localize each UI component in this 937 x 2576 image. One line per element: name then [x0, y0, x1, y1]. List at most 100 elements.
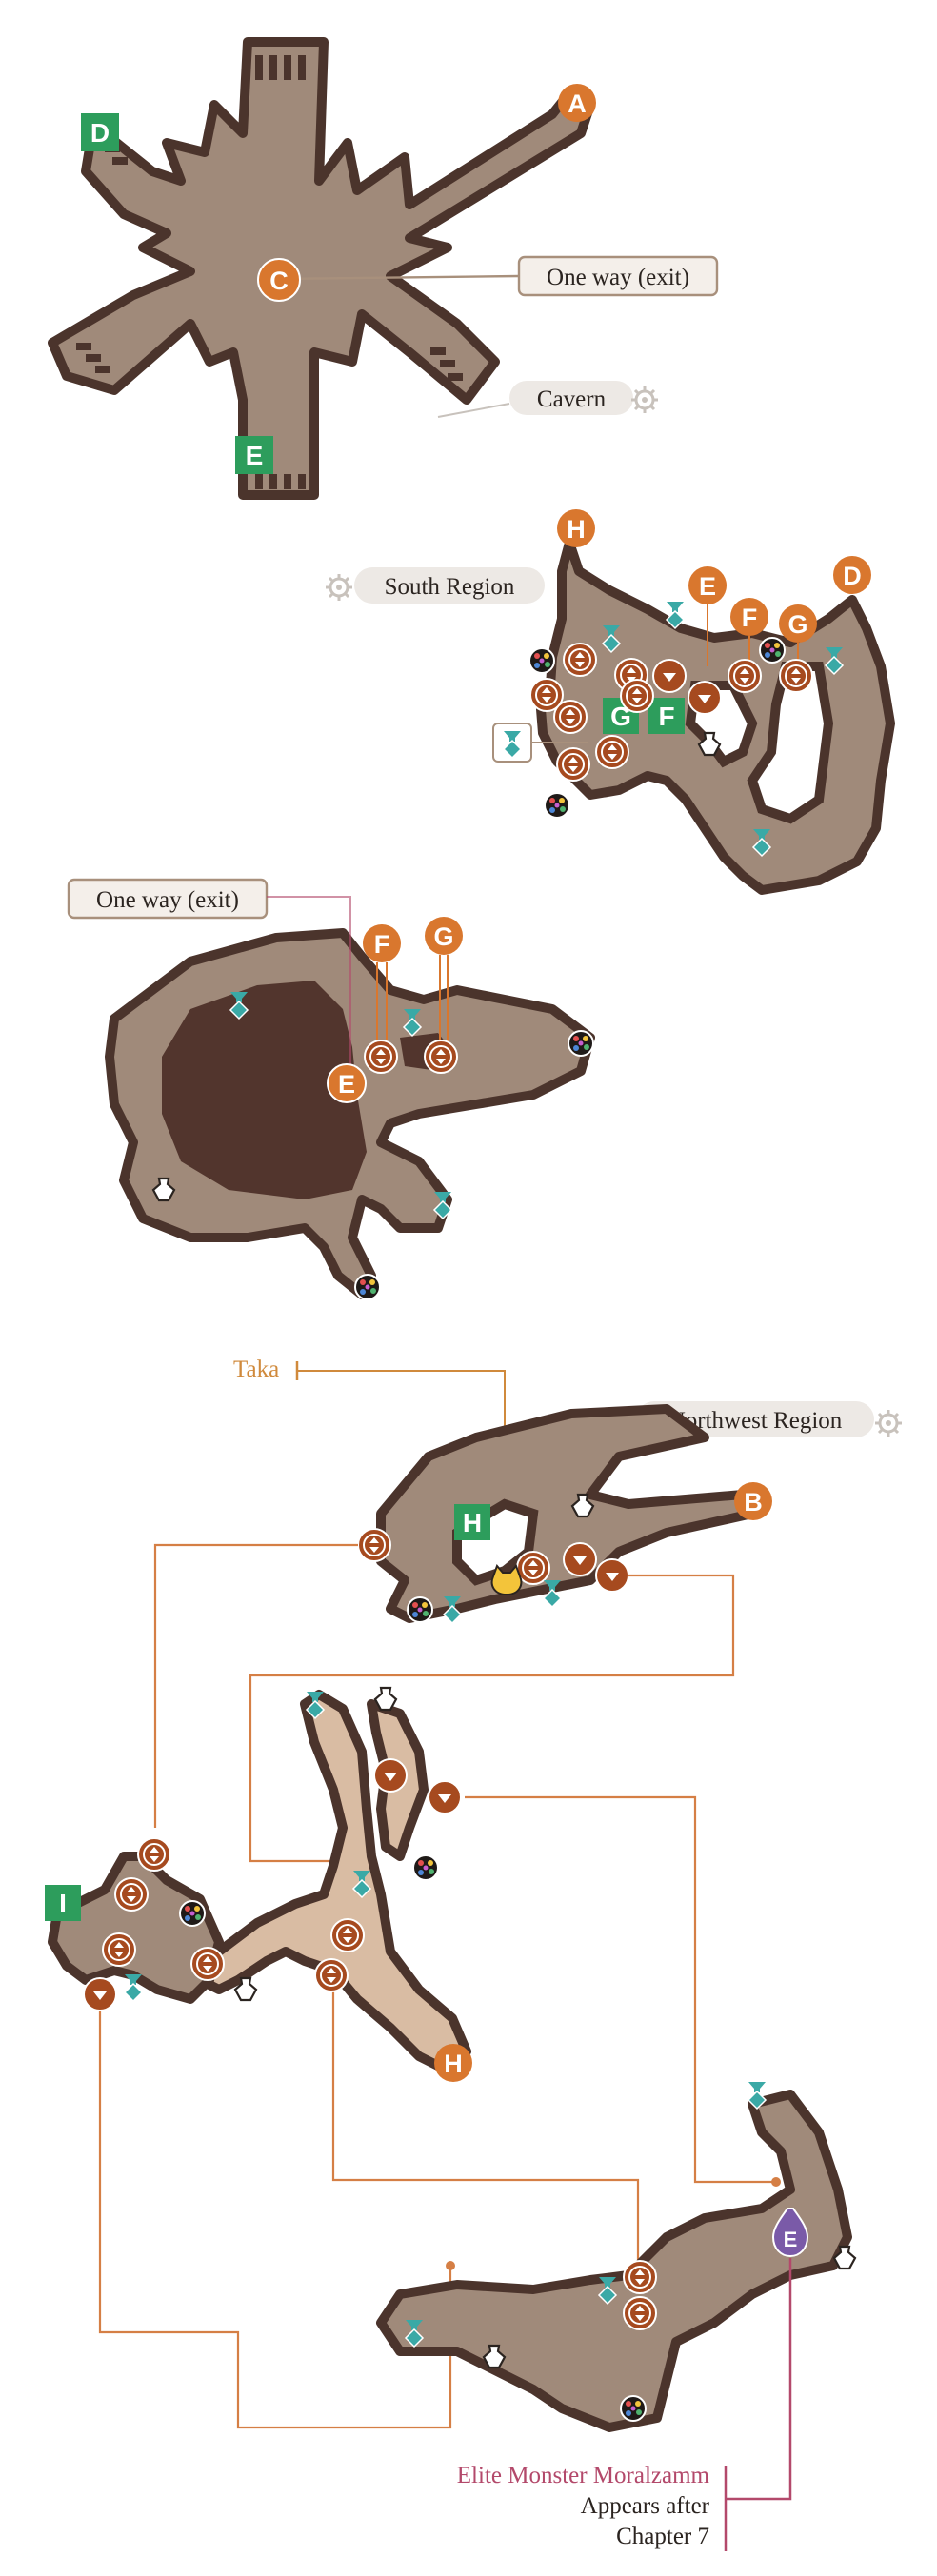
- marker-g[interactable]: G: [779, 604, 817, 643]
- svg-text:F: F: [374, 930, 390, 959]
- gear-icon: [629, 385, 660, 415]
- marker-h-square[interactable]: H: [454, 1504, 490, 1540]
- exit-up-down-icon: [516, 1551, 550, 1585]
- exit-up-down-icon: [623, 2260, 657, 2294]
- exit-up-down-icon: [114, 1877, 149, 1912]
- cat-face-icon[interactable]: [490, 1564, 523, 1596]
- marker-f-lake[interactable]: F: [363, 924, 401, 962]
- exit-up-down-icon: [137, 1837, 171, 1872]
- svg-text:E: E: [246, 441, 264, 470]
- marker-d[interactable]: D: [833, 556, 871, 594]
- rainbow-orb-icon: [354, 1274, 381, 1300]
- svg-text:A: A: [568, 89, 587, 118]
- exit-up-down-icon: [190, 1947, 225, 1981]
- svg-text:South Region: South Region: [385, 574, 515, 600]
- exit-up-down-icon: [357, 1528, 391, 1562]
- svg-text:G: G: [433, 922, 453, 951]
- exit-up-down-icon: [330, 1918, 365, 1952]
- south-region-map: [536, 538, 895, 895]
- exit-up-down-icon: [314, 1958, 349, 1992]
- marker-f[interactable]: F: [730, 598, 768, 636]
- one-way-exit-label-2: One way (exit): [67, 878, 269, 920]
- rainbow-orb-icon: [407, 1596, 433, 1623]
- svg-text:Taka: Taka: [233, 1357, 279, 1382]
- svg-text:E: E: [699, 572, 716, 601]
- svg-text:F: F: [742, 604, 758, 632]
- northwest-upper-map: [376, 1404, 757, 1623]
- svg-text:Elite Monster Moralzamm: Elite Monster Moralzamm: [457, 2463, 710, 2488]
- rainbow-orb-icon: [412, 1854, 439, 1881]
- marker-h-lower[interactable]: H: [434, 2044, 472, 2082]
- rainbow-orb-icon: [179, 1900, 206, 1927]
- exit-up-down-icon: [620, 679, 654, 713]
- elite-monster-label: Elite Monster Moralzamm Appears after Ch…: [457, 2463, 710, 2549]
- south-region-label: South Region: [324, 567, 545, 604]
- exit-up-down-icon: [424, 1040, 458, 1074]
- svg-text:D: D: [843, 562, 862, 590]
- marker-e-square[interactable]: E: [235, 436, 273, 474]
- marker-f-square[interactable]: F: [648, 698, 685, 734]
- svg-text:I: I: [59, 1889, 67, 1918]
- marker-g-lake[interactable]: G: [425, 917, 463, 955]
- svg-text:G: G: [787, 610, 807, 639]
- exit-up-down-icon: [553, 700, 588, 734]
- exit-up-down-icon: [595, 735, 629, 769]
- svg-text:H: H: [463, 1508, 482, 1537]
- svg-text:E: E: [784, 2228, 798, 2251]
- gear-icon: [324, 572, 354, 603]
- lake-cave-map: [105, 928, 595, 1299]
- svg-text:D: D: [90, 118, 110, 148]
- rainbow-orb-icon: [759, 637, 786, 664]
- svg-text:Chapter 7: Chapter 7: [616, 2524, 709, 2549]
- marker-d-square[interactable]: D: [81, 113, 119, 151]
- svg-text:H: H: [444, 2050, 463, 2078]
- cavern-region-label: Cavern: [509, 381, 633, 415]
- svg-text:H: H: [567, 515, 586, 544]
- exit-up-down-icon: [779, 659, 813, 693]
- svg-text:Appears after: Appears after: [581, 2493, 710, 2519]
- gear-icon: [873, 1408, 904, 1438]
- one-way-exit-label-1: One way (exit): [517, 255, 719, 297]
- pot-icon: [373, 1686, 398, 1712]
- exit-down-icon: [595, 1558, 629, 1593]
- marker-e[interactable]: E: [688, 566, 727, 604]
- rainbow-orb-icon: [568, 1030, 594, 1057]
- northwest-lower-map: [376, 2090, 852, 2432]
- exit-up-down-icon: [728, 659, 762, 693]
- exit-up-down-icon: [556, 747, 590, 782]
- elite-monster-marker[interactable]: E: [771, 2208, 809, 2258]
- svg-text:C: C: [269, 267, 289, 295]
- exit-up-down-icon: [563, 643, 597, 677]
- marker-h[interactable]: H: [557, 509, 595, 547]
- exit-up-down-icon: [102, 1932, 136, 1967]
- marker-b[interactable]: B: [734, 1482, 772, 1520]
- exit-down-icon: [652, 659, 687, 693]
- northwest-middle-map: [48, 1690, 471, 2075]
- exit-down-icon: [373, 1758, 408, 1793]
- exit-down-icon: [83, 1977, 117, 2011]
- route-lines: [98, 1543, 781, 2429]
- svg-text:B: B: [744, 1488, 763, 1516]
- cavern-map: [48, 37, 595, 500]
- rainbow-orb-icon: [620, 2395, 647, 2422]
- svg-text:One way (exit): One way (exit): [547, 265, 689, 290]
- svg-text:F: F: [658, 702, 674, 731]
- exit-up-down-icon: [364, 1040, 398, 1074]
- svg-text:One way (exit): One way (exit): [96, 887, 239, 913]
- marker-c[interactable]: C: [257, 258, 301, 302]
- exit-down-icon: [688, 681, 722, 715]
- rainbow-orb-icon: [528, 647, 555, 674]
- cavern-floor: [48, 37, 595, 500]
- svg-text:E: E: [338, 1070, 355, 1099]
- svg-text:Cavern: Cavern: [537, 386, 607, 412]
- exit-down-icon: [563, 1542, 597, 1576]
- marker-a[interactable]: A: [558, 84, 596, 122]
- marker-i-square[interactable]: I: [45, 1885, 81, 1921]
- exit-up-down-icon: [623, 2296, 657, 2330]
- cavern-ledges: [76, 55, 463, 489]
- marker-e-lake[interactable]: E: [327, 1063, 367, 1103]
- rainbow-orb-icon: [544, 792, 570, 819]
- exit-down-icon: [428, 1780, 462, 1814]
